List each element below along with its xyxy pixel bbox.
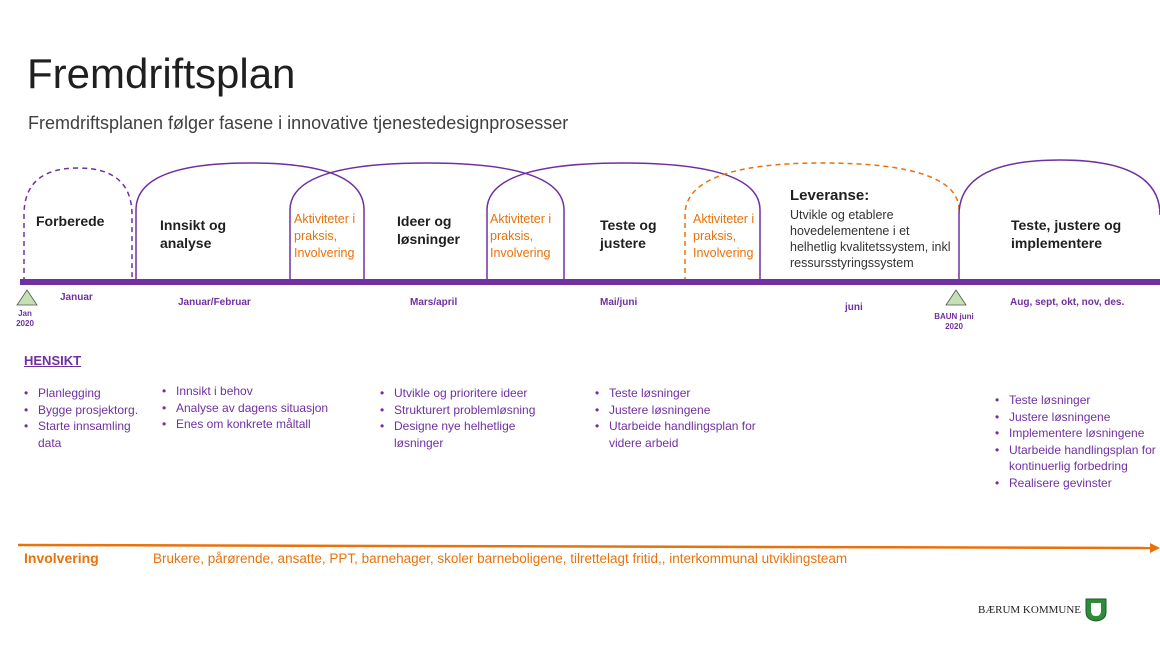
list-item: Justere løsningene [995,409,1160,426]
milestone-baun-icon [945,289,967,306]
hensikt-list-forberede: Planlegging Bygge prosjektorg. Starte in… [24,385,139,451]
arc-innsikt [135,162,365,282]
month-label: Mai/juni [600,297,638,308]
phase-label-teste: Teste og justere [600,217,657,251]
list-item: Innsikt i behov [162,383,372,400]
timeline-bar [20,279,1160,285]
list-item: Starte innsamling data [24,418,139,451]
leveranse-title: Leveranse: [790,187,870,204]
activity-label-1: Aktiviteter i praksis, Involvering [294,212,356,260]
phase-label-innsikt: Innsikt og analyse [160,217,227,251]
hensikt-list-teste: Teste løsninger Justere løsningene Utarb… [595,385,770,451]
month-label: Januar/Februar [178,297,251,308]
hensikt-list-ideer: Utvikle og prioritere ideer Strukturert … [380,385,540,451]
month-label: Mars/april [410,297,458,308]
involvering-arrowhead-icon [1150,543,1160,553]
activity-label-3: Aktiviteter i praksis, Involvering [693,212,755,260]
month-label: juni [845,302,863,313]
list-item: Utarbeide handlingsplan for videre arbei… [595,418,770,451]
hensikt-list-innsikt: Innsikt i behov Analyse av dagens situas… [162,383,372,433]
involvering-label: Involvering [24,550,99,566]
list-item: Designe nye helhetlige løsninger [380,418,540,451]
logo-text: BÆRUM KOMMUNE [978,604,1081,616]
baerum-shield-icon [1085,598,1107,622]
list-item: Realisere gevinster [995,475,1160,492]
page-subtitle: Fremdriftsplanen følger fasene i innovat… [28,113,569,133]
logo: BÆRUM KOMMUNE [978,598,1107,622]
list-item: Utarbeide handlingsplan for kontinuerlig… [995,442,1160,475]
list-item: Implementere løsningene [995,425,1160,442]
phase-label-implementere: Teste, justere og implementere [1011,217,1122,251]
list-item: Analyse av dagens situasjon [162,400,372,417]
list-item: Planlegging [24,385,139,402]
month-label: Januar [60,292,93,303]
milestone-jan-icon [16,289,38,306]
phase-label-ideer: Ideer og løsninger [397,213,461,247]
hensikt-list-implementere: Teste løsninger Justere løsningene Imple… [995,392,1160,491]
arc-teste [486,162,761,282]
arc-ideer [289,162,565,282]
milestone-label-baun: BAUN juni 2020 [934,312,974,331]
list-item: Justere løsningene [595,402,770,419]
milestone-label-jan: Jan 2020 [16,309,34,328]
list-item: Enes om konkrete måltall [162,416,372,433]
list-item: Utvikle og prioritere ideer [380,385,540,402]
list-item: Strukturert problemløsning [380,402,540,419]
phase-label-forberede: Forberede [36,213,105,229]
arc-implementere [958,159,1160,282]
involvering-text: Brukere, pårørende, ansatte, PPT, barneh… [153,551,848,566]
involvering-arrow-line [17,543,1151,550]
list-item: Teste løsninger [995,392,1160,409]
activity-label-2: Aktiviteter i praksis, Involvering [490,212,552,260]
page-title: Fremdriftsplan [27,50,296,97]
hensikt-heading: HENSIKT [24,353,82,368]
list-item: Bygge prosjektorg. [24,402,139,419]
month-label: Aug, sept, okt, nov, des. [1010,297,1125,308]
list-item: Teste løsninger [595,385,770,402]
leveranse-text: Utvikle og etablere hovedelementene i et… [790,208,951,270]
arc-leveranse [684,162,960,282]
arc-forberede [23,167,133,282]
